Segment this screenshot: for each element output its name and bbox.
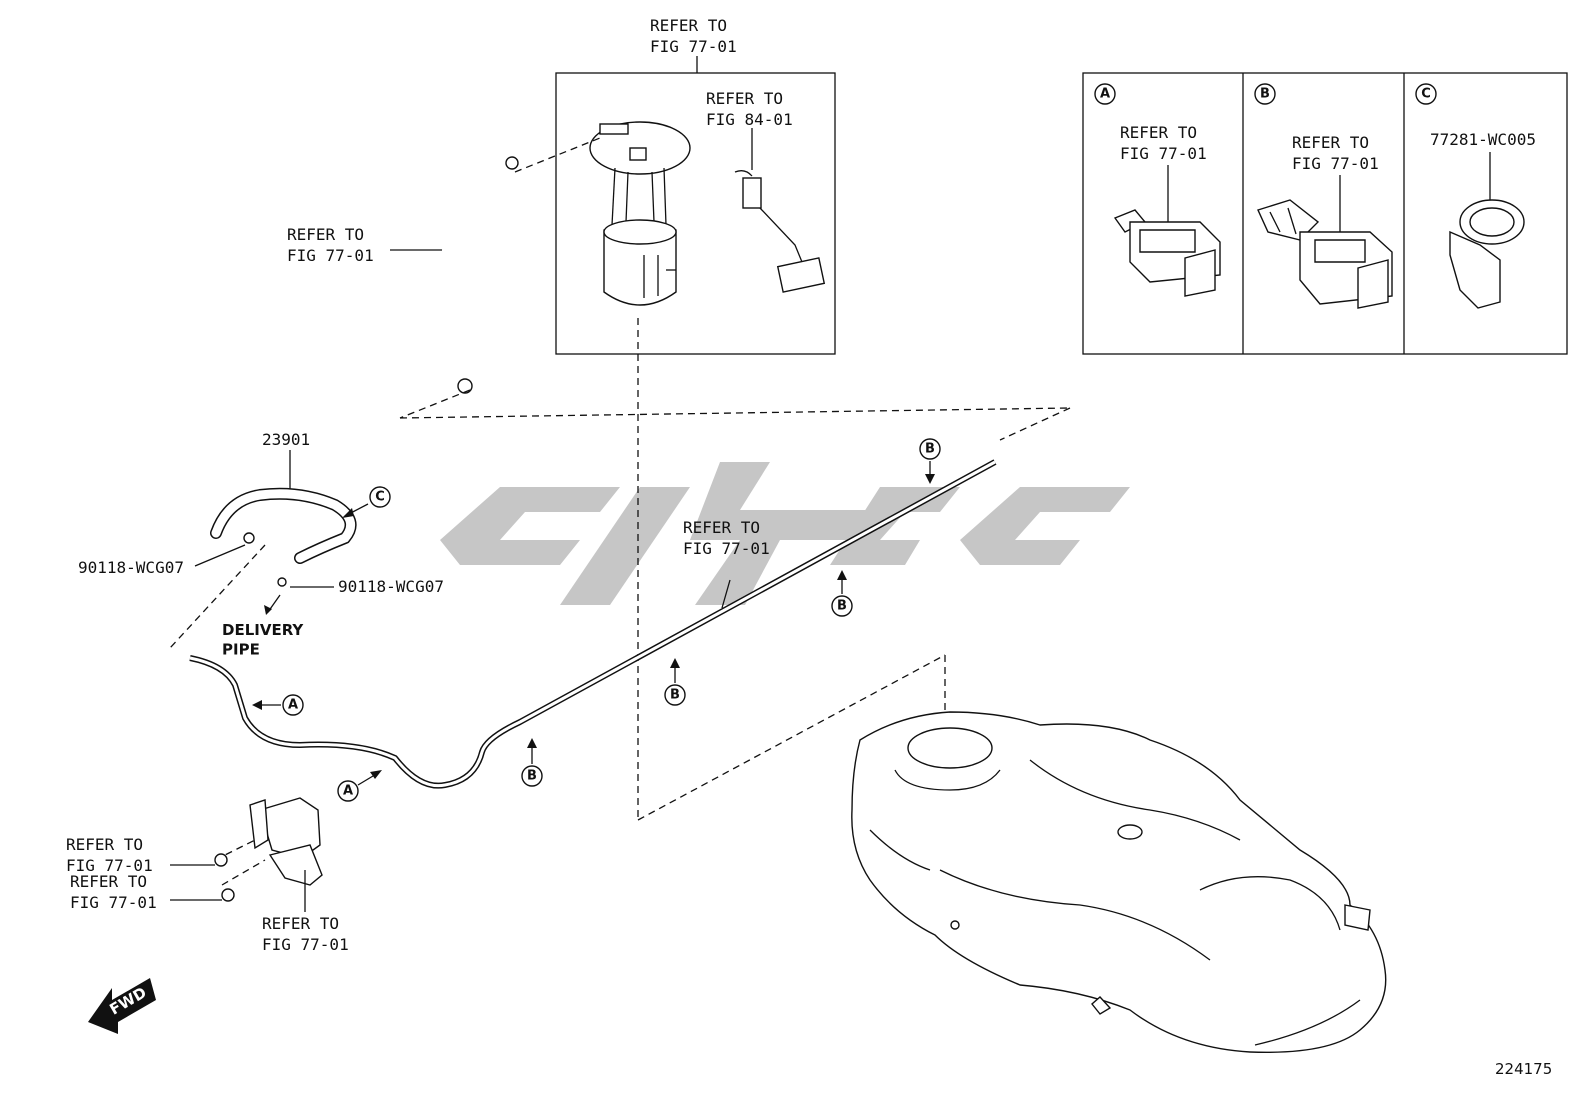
clip-right-label: 90118-WCG07 (338, 577, 444, 596)
clip-marker-a-2-letter: A (343, 784, 353, 799)
clip-marker-b-1-letter: B (527, 769, 537, 784)
main-fuel-line[interactable] (189, 459, 997, 789)
panel-c-callout: 77281-WC005 (1430, 130, 1536, 149)
fwd-arrow-icon: FWD (88, 978, 156, 1034)
clip-marker-b-1[interactable]: B (521, 738, 543, 787)
fuel-hose-23901[interactable] (210, 487, 357, 587)
clip-b-icon (1257, 199, 1393, 309)
fuel-pump-icon[interactable] (589, 121, 691, 306)
clip-marker-a-1-letter: A (288, 698, 298, 713)
watermark-logo (440, 462, 1130, 605)
panel-b-letter: B (1260, 87, 1270, 102)
nut-lower-icon[interactable] (221, 888, 235, 902)
panel-a-letter: A (1100, 87, 1110, 102)
fuel-hose-upper[interactable] (440, 156, 519, 394)
nut-upper-icon[interactable] (214, 853, 228, 867)
clip-marker-a-1[interactable]: A (252, 694, 304, 716)
clip-marker-b-2-letter: B (670, 688, 680, 703)
diagram-number: 224175 (1495, 1060, 1552, 1078)
clip-marker-b-4-letter: B (925, 442, 935, 457)
clip-marker-b-2[interactable]: B (664, 658, 686, 706)
clip-marker-a-2[interactable]: A (337, 770, 382, 802)
clip-marker-b-3-letter: B (837, 599, 847, 614)
fuel-pump-box[interactable] (555, 72, 836, 355)
clip-left-label: 90118-WCG07 (78, 558, 184, 577)
clip-marker-b-4[interactable]: B (919, 438, 941, 484)
fuel-sender-icon[interactable] (734, 170, 826, 293)
hose-part-number: 23901 (262, 430, 310, 449)
fuel-line-protector[interactable] (249, 797, 323, 886)
clip-c-icon (1449, 199, 1525, 309)
clip-marker-b-3[interactable]: B (831, 570, 853, 617)
detail-panels (1082, 72, 1568, 355)
panel-c-letter: C (1421, 87, 1431, 102)
clip-marker-c[interactable]: C (342, 486, 391, 518)
clip-a-icon (1113, 209, 1221, 297)
fuel-tank[interactable] (851, 711, 1387, 1054)
detail-panel-c[interactable]: C 77281-WC005 (1415, 83, 1536, 309)
clip-marker-c-letter: C (375, 490, 385, 505)
